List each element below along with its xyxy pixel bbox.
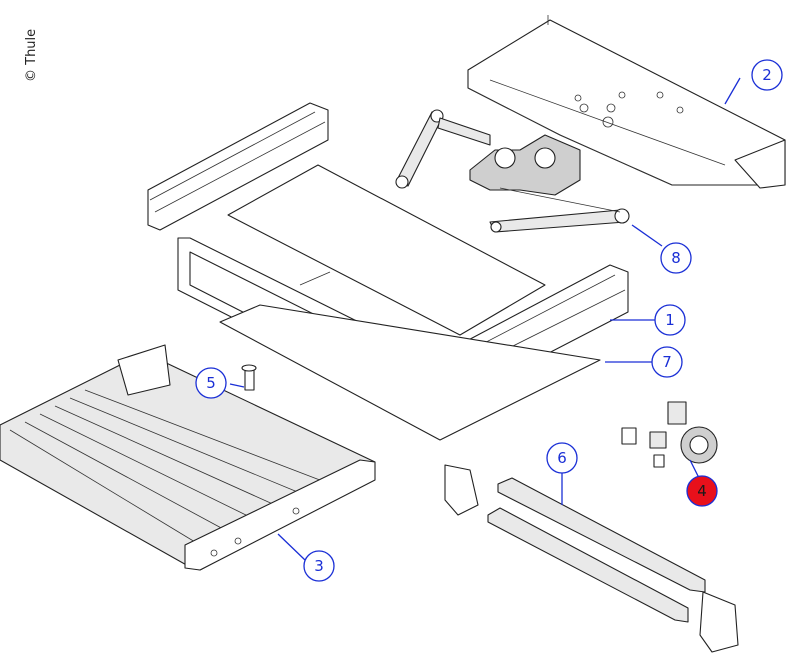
callout-5: 5 bbox=[195, 367, 227, 399]
part-upper-rail bbox=[147, 102, 329, 231]
part-step bbox=[0, 344, 376, 571]
callout-6: 6 bbox=[546, 442, 578, 474]
part-bottom-plate bbox=[219, 304, 601, 441]
callout-4-label: 4 bbox=[697, 482, 707, 500]
callout-5-label: 5 bbox=[206, 374, 216, 392]
callout-7: 7 bbox=[651, 346, 683, 378]
callout-4: 4 bbox=[686, 475, 718, 507]
callout-2: 2 bbox=[751, 59, 783, 91]
callout-leaders bbox=[229, 77, 741, 561]
callout-3-label: 3 bbox=[314, 557, 324, 575]
callout-1: 1 bbox=[654, 304, 686, 336]
part-mounting-plate bbox=[467, 15, 786, 189]
callout-3: 3 bbox=[303, 550, 335, 582]
callout-8: 8 bbox=[660, 242, 692, 274]
part-guide-rails bbox=[444, 464, 739, 653]
callout-6-label: 6 bbox=[557, 449, 567, 467]
callout-2-label: 2 bbox=[762, 66, 772, 84]
part-base-plate bbox=[227, 164, 546, 336]
part-gear-set bbox=[621, 401, 718, 468]
callout-1-label: 1 bbox=[665, 311, 675, 329]
callout-8-label: 8 bbox=[671, 249, 681, 267]
part-motor-arm bbox=[395, 109, 630, 233]
callout-7-label: 7 bbox=[662, 353, 672, 371]
